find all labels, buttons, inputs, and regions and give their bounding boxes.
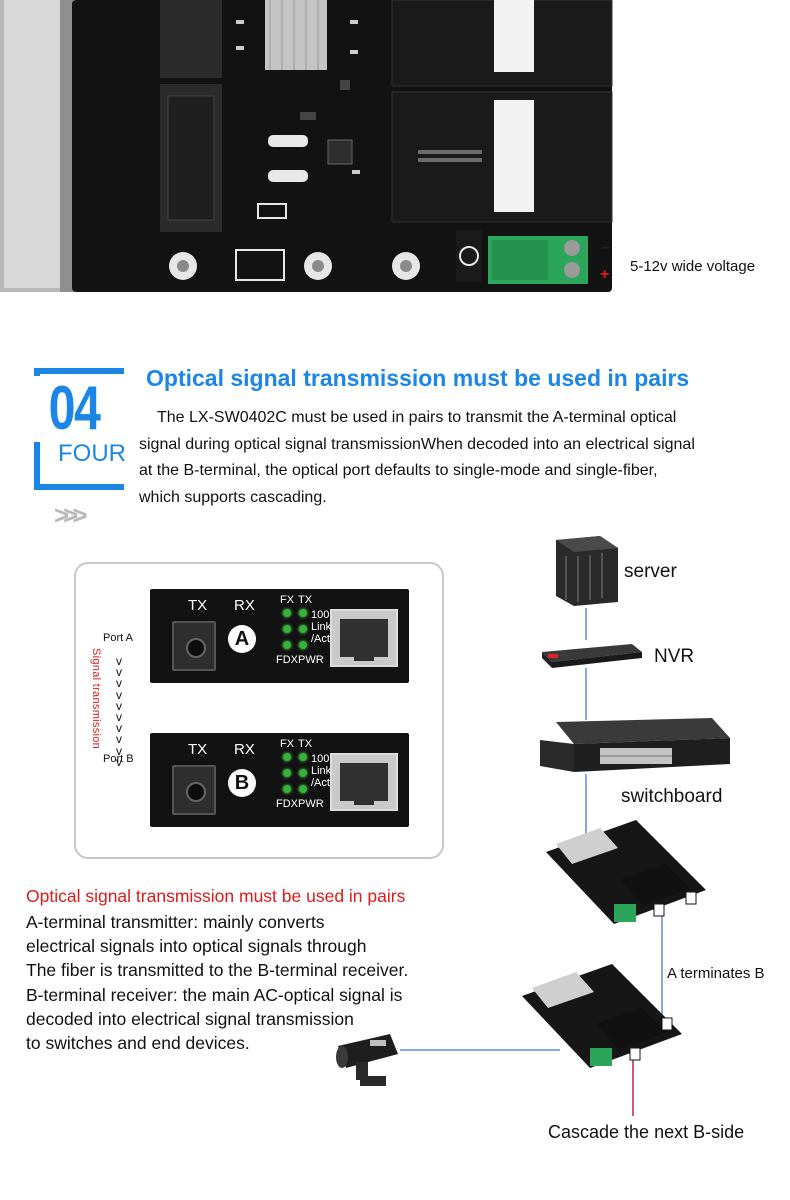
led-green xyxy=(283,785,291,793)
explanation-line: B-terminal receiver: the main AC-optical… xyxy=(26,984,403,1005)
minus-polarity-sign: − xyxy=(601,240,611,257)
switch-icon xyxy=(540,718,730,772)
nvr-icon xyxy=(542,644,642,668)
led-green xyxy=(283,641,291,649)
led-green xyxy=(299,753,307,761)
led-green xyxy=(283,753,291,761)
led-label-tx: TX xyxy=(298,594,313,606)
led-label-fdx: FDX xyxy=(276,798,298,810)
camera-icon xyxy=(336,1034,398,1086)
plus-polarity-sign: + xyxy=(600,266,610,283)
led-label-link: Link xyxy=(311,621,332,633)
led-label-100: 100 xyxy=(311,609,330,621)
a-terminates-b-label: A terminates B xyxy=(667,965,765,982)
section-body-line: at the B-terminal, the optical port defa… xyxy=(139,462,658,479)
switch-label: switchboard xyxy=(621,786,723,807)
explanation-line: A-terminal transmitter: mainly converts xyxy=(26,912,325,932)
explanation-line: decoded into electrical signal transmiss… xyxy=(26,1008,354,1029)
explanation-line: electrical signals into optical signals … xyxy=(26,936,367,957)
converter-a: TX RX A FX TX 100 Link /Act FDX PWR xyxy=(150,589,409,683)
led-green xyxy=(283,625,291,633)
led-label-act: /Act xyxy=(311,777,330,789)
tx-label: TX xyxy=(188,597,208,614)
voltage-label: 5-12v wide voltage xyxy=(630,258,756,275)
led-label-fdx: FDX xyxy=(276,654,298,666)
section-title: Optical signal transmission must be used… xyxy=(146,365,690,391)
converter-b: TX RX B FX TX 100 Link /Act FDX PWR xyxy=(150,733,409,827)
explanation-line: The fiber is transmitted to the B-termin… xyxy=(26,960,409,981)
port-b-badge: B xyxy=(228,769,256,797)
server-icon xyxy=(556,536,618,606)
led-indicators: FX TX 100 Link /Act FDX PWR xyxy=(276,738,370,810)
led-indicators: FX TX 100 Link /Act FDX PWR xyxy=(276,594,370,666)
led-label-fx: FX xyxy=(280,738,295,750)
section-body-line: which supports cascading. xyxy=(139,488,327,506)
converter-board-upper-icon xyxy=(546,820,706,924)
explanation-body: A-terminal transmitter: mainly converts … xyxy=(26,910,476,1055)
rx-label: RX xyxy=(234,741,255,758)
tx-label: TX xyxy=(188,741,208,758)
led-label-fx: FX xyxy=(280,594,295,606)
led-label-100: 100 xyxy=(311,753,330,765)
rx-label: RX xyxy=(234,597,255,614)
led-green xyxy=(283,769,291,777)
led-green xyxy=(299,785,307,793)
led-label-tx: TX xyxy=(298,738,313,750)
port-a-badge: A xyxy=(228,625,256,653)
pcb-board-photo xyxy=(0,0,613,292)
port-a-label: Port A xyxy=(103,632,133,644)
signal-transmission-label: Signal transmission xyxy=(90,648,102,750)
led-green xyxy=(299,769,307,777)
section-number: 04 xyxy=(30,376,118,442)
rj45-port xyxy=(330,753,398,811)
sc-fiber-port xyxy=(172,621,216,671)
server-label: server xyxy=(624,561,677,582)
cascade-label: Cascade the next B-side xyxy=(548,1122,745,1142)
section-body-line: The LX-SW0402C must be used in pairs to … xyxy=(157,409,677,426)
explanation-title: Optical signal transmission must be used… xyxy=(26,886,406,906)
port-b-label: Port B xyxy=(103,753,134,765)
sc-fiber-port xyxy=(172,765,216,815)
converter-board-lower-icon xyxy=(522,964,682,1068)
section-body-line: signal during optical signal transmissio… xyxy=(139,435,695,453)
chevron-right-icon: >>> xyxy=(54,500,87,530)
network-diagram xyxy=(336,536,730,1116)
led-label-pwr: PWR xyxy=(298,798,324,810)
led-green xyxy=(299,641,307,649)
explanation-line: to switches and end devices. xyxy=(26,1033,250,1054)
led-label-pwr: PWR xyxy=(298,654,324,666)
led-label-link: Link xyxy=(311,765,332,777)
rj45-port xyxy=(330,609,398,667)
nvr-label: NVR xyxy=(654,646,695,667)
led-green xyxy=(299,609,307,617)
section-body: The LX-SW0402C must be used in pairs to … xyxy=(139,405,779,511)
section-number-word: FOUR xyxy=(56,440,128,468)
led-label-act: /Act xyxy=(311,633,330,645)
led-green xyxy=(299,625,307,633)
led-green xyxy=(283,609,291,617)
